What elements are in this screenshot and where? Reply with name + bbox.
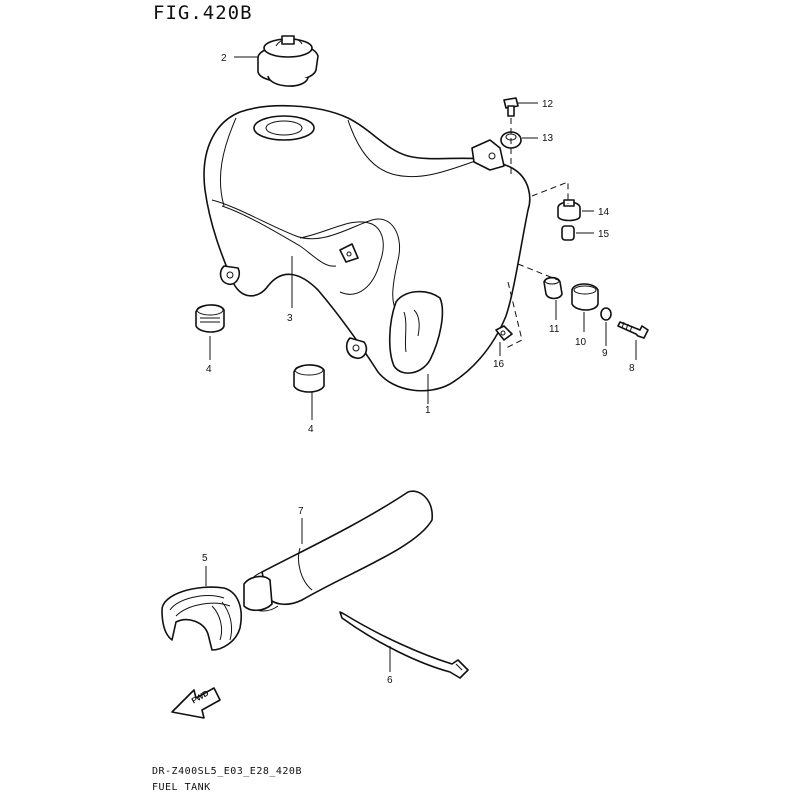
fwd-arrow-icon: FWD: [171, 687, 221, 719]
cushion-part-14[interactable]: [557, 199, 581, 222]
diagram-name: FUEL TANK: [152, 782, 211, 793]
callout-15: 15: [598, 229, 610, 240]
leader-lines: [205, 56, 637, 672]
cushion-part-11[interactable]: [543, 276, 563, 300]
callout-3: 3: [287, 313, 293, 324]
diagram-code: DR-Z400SL5_E03_E28_420B: [152, 766, 302, 777]
callout-1: 1: [425, 405, 431, 416]
cushion-part-4-bottom[interactable]: [293, 364, 325, 393]
washer-part-9[interactable]: [600, 307, 612, 321]
callout-4-left: 4: [206, 364, 212, 375]
cushion-part-10[interactable]: [571, 283, 599, 311]
bolt-part-12[interactable]: [503, 97, 519, 117]
fuel-cap-part[interactable]: [257, 35, 319, 87]
fuel-tank-part[interactable]: [203, 105, 531, 392]
callout-11: 11: [549, 324, 560, 335]
clip-part-16[interactable]: [495, 325, 513, 341]
protector-part-7[interactable]: [243, 490, 433, 612]
callout-16: 16: [493, 359, 505, 370]
callout-8: 8: [629, 363, 635, 374]
callout-13: 13: [542, 133, 554, 144]
callout-9: 9: [602, 348, 608, 359]
callout-10: 10: [575, 337, 587, 348]
callouts: 1 2 3 4 4 5 6 7 8 9 10 11 12 13 14 15 16: [202, 53, 635, 686]
callout-14: 14: [598, 207, 610, 218]
figure-title: FIG.420B: [153, 2, 253, 24]
collar-part-15[interactable]: [561, 225, 575, 241]
grommet-part-5[interactable]: [161, 586, 242, 651]
callout-5: 5: [202, 553, 208, 564]
callout-7: 7: [298, 506, 304, 517]
cable-tie-part-6[interactable]: [339, 611, 469, 679]
cushion-part-4-left[interactable]: [195, 304, 225, 333]
callout-2: 2: [221, 53, 227, 64]
callout-12: 12: [542, 99, 554, 110]
bolt-part-8[interactable]: [617, 321, 649, 339]
callout-6: 6: [387, 675, 393, 686]
callout-4-bottom: 4: [308, 424, 314, 435]
